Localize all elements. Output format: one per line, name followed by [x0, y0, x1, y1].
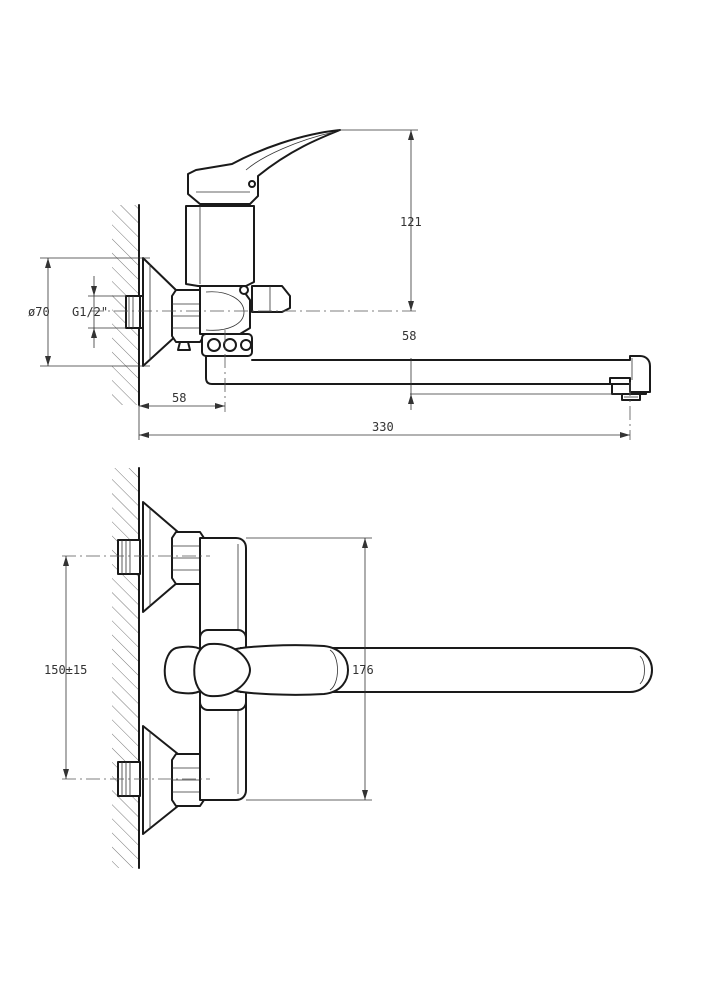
label-inlet-spacing: 150±15: [44, 663, 87, 677]
label-thread: G1/2": [72, 305, 108, 319]
wall-top-view: [112, 467, 140, 869]
label-spout-height: 58: [402, 329, 416, 343]
spout-side: [205, 355, 651, 401]
inlet-lower: [117, 725, 205, 835]
label-handle-height: 121: [400, 215, 422, 229]
inlet-upper: [117, 501, 205, 613]
dimension-overall-reach: 330: [139, 420, 630, 438]
mixer-body-side: [185, 205, 291, 335]
eccentric-inlet-side: [125, 257, 179, 367]
dimension-inlet-spacing: 150±15: [44, 556, 87, 779]
handle-lever-top: [163, 642, 349, 698]
spout-collar-side: [201, 333, 253, 357]
label-overall-reach: 330: [372, 420, 394, 434]
label-wall-to-body: 58: [172, 391, 186, 405]
handle-lever-side: [187, 129, 341, 205]
dimension-body-height: 176: [246, 537, 374, 801]
dimension-thread: G1/2": [72, 276, 126, 348]
dimension-spout-height: 58: [402, 329, 622, 410]
side-view: ø70 G1/2" 121 58: [28, 129, 651, 440]
dimension-flange-diameter: ø70: [28, 257, 150, 367]
label-body-height: 176: [352, 663, 374, 677]
dimension-handle-height: 121: [338, 129, 422, 311]
label-flange-diameter: ø70: [28, 305, 50, 319]
top-view: 150±15 176: [44, 467, 653, 869]
dimension-wall-to-body: 58: [138, 391, 225, 440]
